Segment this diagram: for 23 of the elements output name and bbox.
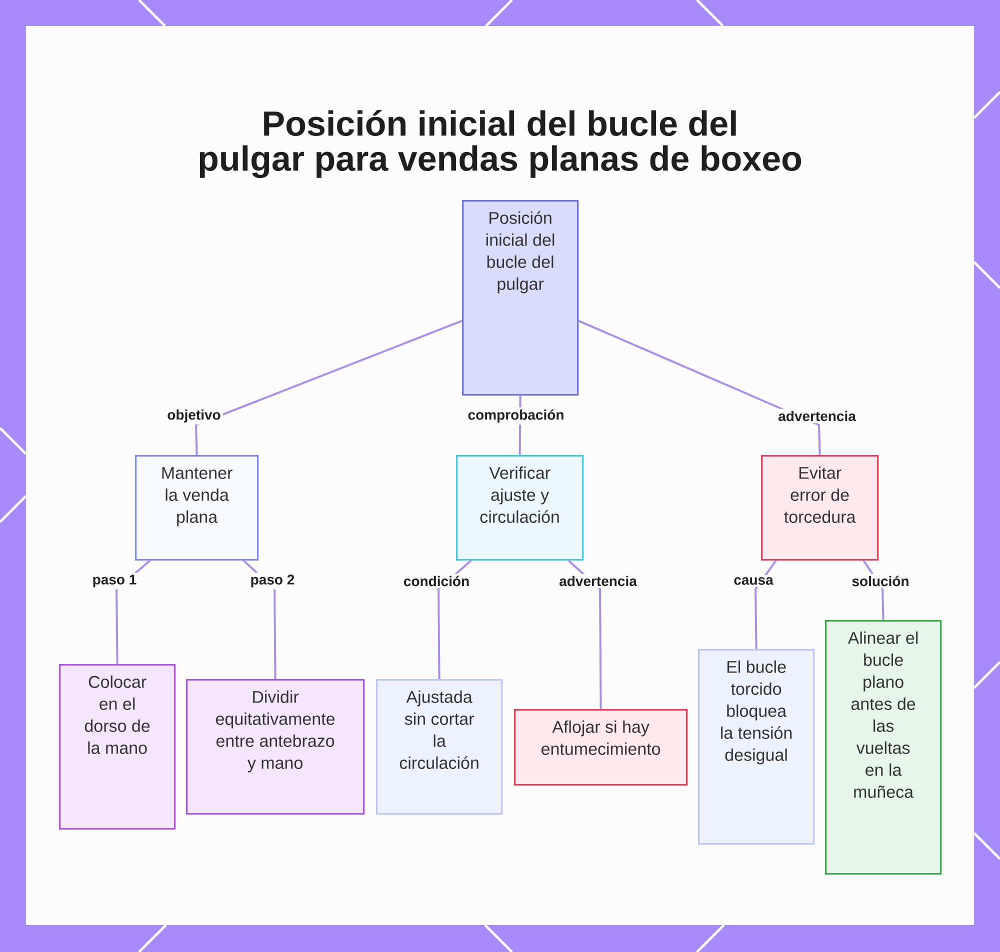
topic-box: Evitar error de torcedura: [761, 455, 879, 561]
step-box: Aflojar si hay entumecimiento: [514, 709, 688, 786]
root-box: Posición inicial del bucle del pulgar: [462, 200, 579, 396]
step-box: Dividir equitativamente entre antebrazo y mano: [186, 679, 365, 815]
edge-label: comprobación: [466, 407, 566, 425]
connector-line: [568, 560, 602, 709]
edge-label: solución: [850, 574, 912, 588]
edge-label: paso 2: [248, 572, 297, 590]
topic-box: Mantener la venda plana: [135, 455, 259, 561]
edge-label: advertencia: [776, 408, 858, 424]
edge-label: objetivo: [165, 407, 223, 425]
title: Posición inicial del bucle del pulgar para vendas planas de boxeo: [200, 110, 802, 178]
step-box: Ajustada sin cortar la circulación: [376, 679, 503, 815]
step-box: Colocar en el dorso de la mano: [59, 664, 176, 830]
edge-label: advertencia: [557, 574, 639, 588]
edge-label: paso 1: [90, 572, 139, 590]
connector-line: [194, 320, 462, 456]
connector-line: [578, 320, 821, 456]
edge-label: causa: [732, 575, 776, 587]
step-box: El bucle torcido bloquea la tensión desigual: [698, 649, 815, 845]
edge-label: condición: [401, 574, 472, 588]
topic-box: Verificar ajuste y circulación: [456, 455, 584, 561]
step-box: Alinear el bucle plano antes de las vueltas en la muñeca: [825, 620, 942, 875]
